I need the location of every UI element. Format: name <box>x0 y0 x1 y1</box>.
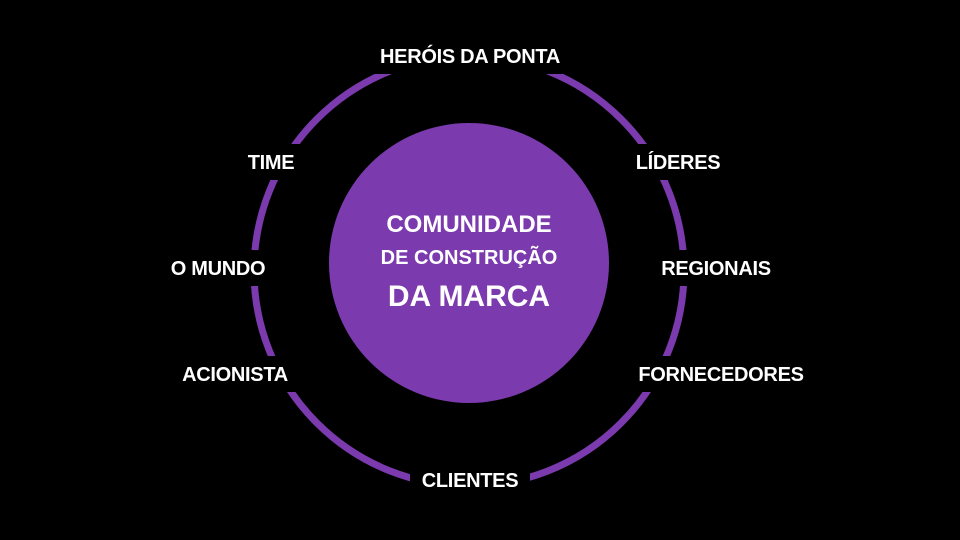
center-title-line-1: COMUNIDADE <box>386 211 551 238</box>
label-herois-da-ponta: HERÓIS DA PONTA <box>380 44 560 68</box>
label-o-mundo: O MUNDO <box>171 258 266 280</box>
label-acionista: ACIONISTA <box>182 364 288 386</box>
label-time: TIME <box>248 152 295 174</box>
label-clientes: CLIENTES <box>422 470 519 492</box>
label-regionais: REGIONAIS <box>661 258 771 280</box>
label-lideres: LÍDERES <box>636 151 721 174</box>
ring-gaps <box>160 38 818 498</box>
center-circle <box>329 123 609 403</box>
center-title-line-2: DE CONSTRUÇÃO <box>381 246 558 269</box>
label-fornecedores: FORNECEDORES <box>638 364 803 386</box>
center-title-line-3: DA MARCA <box>388 280 550 313</box>
